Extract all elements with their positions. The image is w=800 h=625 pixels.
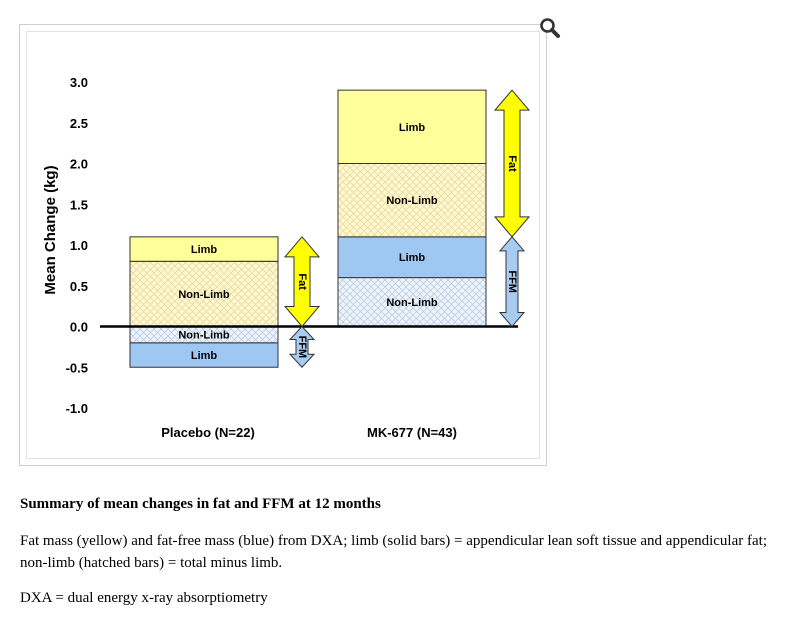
figure-caption-title: Summary of mean changes in fat and FFM a… bbox=[20, 496, 381, 512]
ffm-arrow bbox=[498, 236, 526, 328]
ffm-limb-segment bbox=[337, 236, 487, 279]
y-tick-label: 1.0 bbox=[70, 238, 88, 253]
fat-arrow-label: Fat bbox=[506, 155, 518, 172]
segment-label: Limb bbox=[191, 244, 218, 256]
y-tick-label: 0.0 bbox=[70, 320, 88, 335]
magnifier-icon[interactable] bbox=[538, 16, 562, 40]
y-tick-label: 2.0 bbox=[70, 157, 88, 172]
fat-limb-segment bbox=[337, 89, 487, 164]
y-tick-label: 3.0 bbox=[70, 75, 88, 90]
fat-arrow-label: Fat bbox=[296, 273, 308, 290]
fat-non-limb-segment bbox=[129, 260, 279, 327]
segment-label: Non-Limb bbox=[386, 297, 438, 309]
segment-labels: LimbNon-LimbNon-LimbLimbNon-LimbLimbNon-… bbox=[178, 122, 438, 362]
x-axis-labels: Placebo (N=22) MK-677 (N=43) bbox=[161, 425, 457, 440]
y-tick-label: 1.5 bbox=[70, 197, 88, 212]
y-tick-label: 0.5 bbox=[70, 279, 88, 294]
figure-inner-border bbox=[26, 31, 540, 459]
ffm-arrow bbox=[288, 325, 316, 368]
ffm-limb-segment bbox=[129, 342, 279, 368]
y-tick-label: -1.0 bbox=[66, 401, 88, 416]
figure-caption-note: DXA = dual energy x-ray absorptiometry bbox=[20, 590, 268, 606]
segment-label: Limb bbox=[399, 122, 426, 134]
y-tick-label: -0.5 bbox=[66, 360, 88, 375]
fat-limb-segment bbox=[129, 236, 279, 262]
segment-label: Limb bbox=[191, 350, 218, 362]
x-category-label: MK-677 (N=43) bbox=[367, 425, 457, 440]
segment-label: Limb bbox=[399, 252, 426, 264]
segment-label: Non-Limb bbox=[386, 195, 438, 207]
ffm-arrow-label: FFM bbox=[296, 336, 308, 359]
ffm-arrow-label: FFM bbox=[506, 270, 518, 293]
x-category-label: Placebo (N=22) bbox=[161, 425, 255, 440]
bar-segments bbox=[129, 89, 487, 368]
fat-non-limb-segment bbox=[337, 163, 487, 238]
segment-label: Non-Limb bbox=[178, 330, 230, 342]
figure-caption-text: Fat mass (yellow) and fat-free mass (blu… bbox=[20, 533, 767, 571]
segment-label: Non-Limb bbox=[178, 289, 230, 301]
y-tick-label: 2.5 bbox=[70, 116, 88, 131]
y-axis-label: Mean Change (kg) bbox=[42, 165, 59, 294]
y-axis-ticks: 3.0 2.5 2.0 1.5 1.0 0.5 0.0 -0.5 -1.0 bbox=[66, 75, 88, 416]
